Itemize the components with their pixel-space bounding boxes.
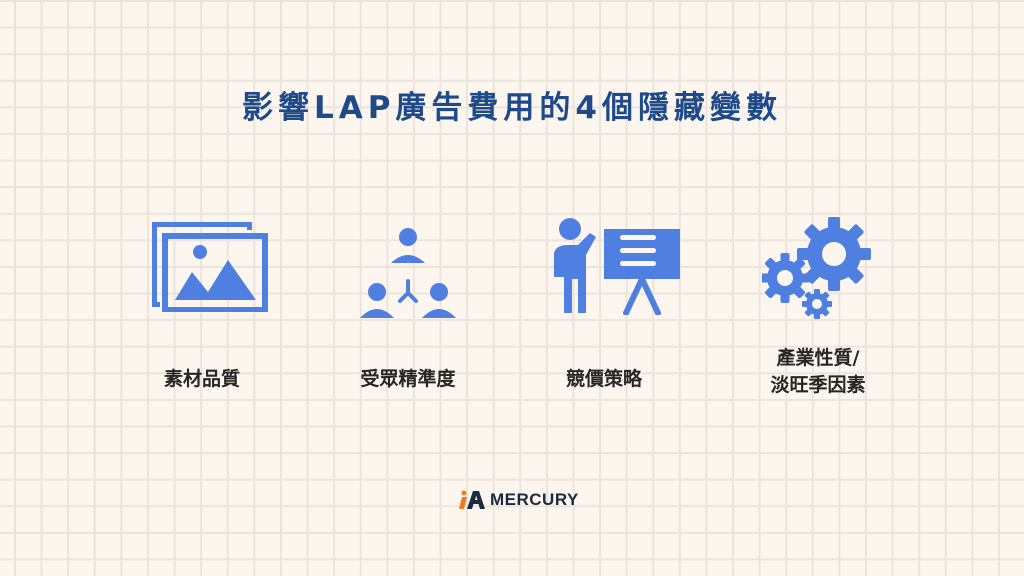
factor-label-bidding-strategy: 競價策略: [565, 368, 642, 390]
factor-label-audience-accuracy: 受眾精準度: [360, 368, 456, 390]
gears-icon: [762, 216, 874, 320]
mercury-logo-text: MERCURY: [490, 490, 579, 509]
page-title: 影響LAP廣告費用的4個隱藏變數: [241, 90, 783, 126]
mercury-logo-mark-icon: [459, 490, 485, 509]
presentation-icon: [548, 215, 680, 315]
audience-network-icon: [358, 225, 458, 320]
factor-label-line-1: 產業性質/: [776, 347, 860, 369]
factor-label-line-2: 淡旺季因素: [770, 374, 866, 396]
factor-label-material-quality: 素材品質: [163, 368, 240, 390]
image-gallery-icon: [150, 220, 268, 312]
mercury-logo: MERCURY: [458, 489, 579, 511]
factor-label-industry-seasonality: 產業性質/ 淡旺季因素: [718, 345, 918, 399]
